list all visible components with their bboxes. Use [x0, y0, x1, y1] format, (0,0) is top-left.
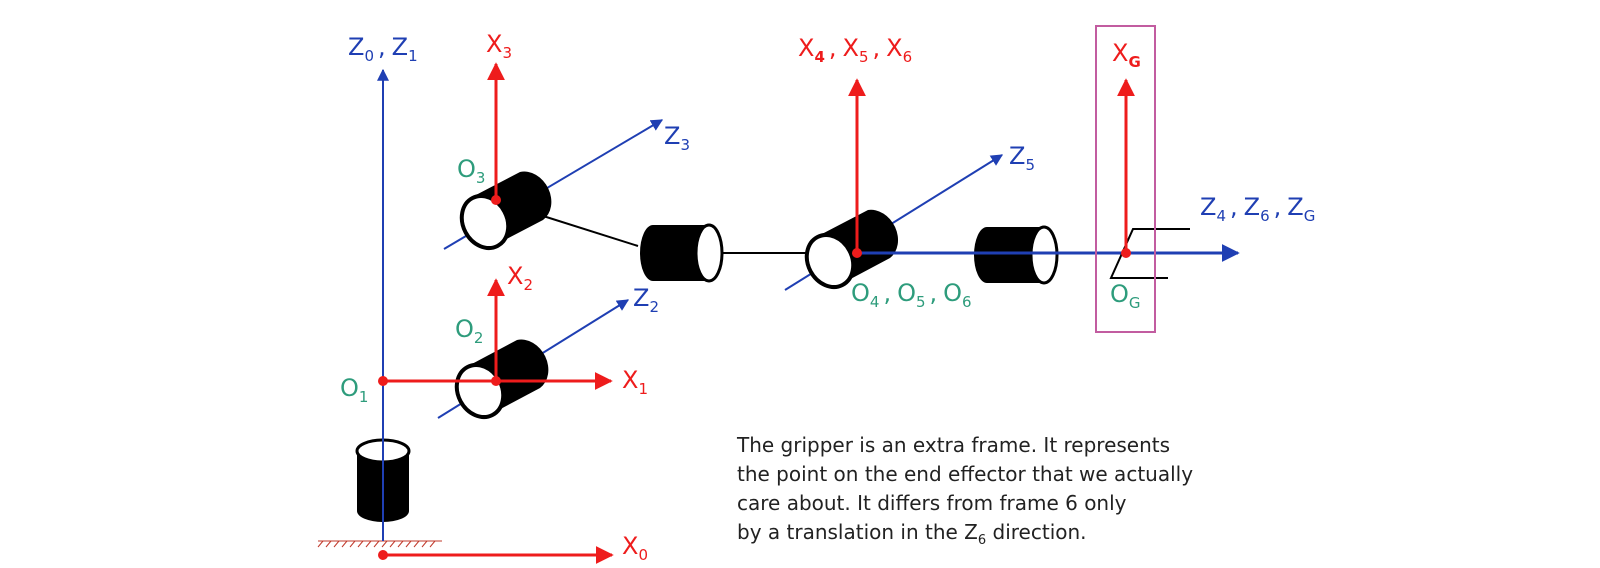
label-z4-z6-zg: Z4,Z6,ZG — [1200, 193, 1315, 225]
joint-6-cylinder — [974, 225, 1059, 285]
label-x4-x5-x6: X4,X5,X6 — [798, 34, 912, 66]
label-z2: Z2 — [633, 284, 659, 316]
link-3-4 — [539, 214, 639, 247]
label-z0-z1: Z0,Z1 — [348, 33, 418, 65]
explanation-note: The gripper is an extra frame. It repres… — [736, 433, 1193, 548]
label-z5: Z5 — [1009, 142, 1035, 174]
label-o2: O2 — [455, 315, 483, 347]
label-x1: X1 — [622, 366, 648, 398]
joint-4-cylinder — [640, 223, 724, 283]
note-line-3: care about. It differs from frame 6 only — [737, 491, 1127, 515]
origin-0-point — [378, 550, 388, 560]
label-x3: X3 — [486, 30, 512, 62]
joint-3-cylinder — [459, 171, 552, 250]
origin-3-point — [491, 195, 501, 205]
gripper-highlight-box — [1095, 25, 1156, 333]
label-x0: X0 — [622, 532, 648, 564]
joint-2-cylinder — [454, 339, 549, 419]
label-og: OG — [1110, 280, 1141, 312]
origin-2-point — [491, 376, 501, 386]
note-line-4: by a translation in the Z6 direction. — [737, 520, 1087, 548]
wrist-cylinder — [804, 209, 899, 289]
label-o1: O1 — [340, 374, 368, 406]
ground-hatching — [317, 540, 442, 548]
label-xg: XG — [1112, 39, 1141, 71]
origin-1-point — [378, 376, 388, 386]
note-line-1: The gripper is an extra frame. It repres… — [736, 433, 1170, 457]
origin-g-point — [1121, 248, 1131, 258]
origin-4-5-6-point — [852, 248, 862, 258]
label-o4-o5-o6: O4,O5,O6 — [851, 279, 972, 311]
label-o3: O3 — [457, 155, 485, 187]
label-z3: Z3 — [664, 122, 690, 154]
note-line-2: the point on the end effector that we ac… — [737, 462, 1193, 486]
label-x2: X2 — [507, 262, 533, 294]
